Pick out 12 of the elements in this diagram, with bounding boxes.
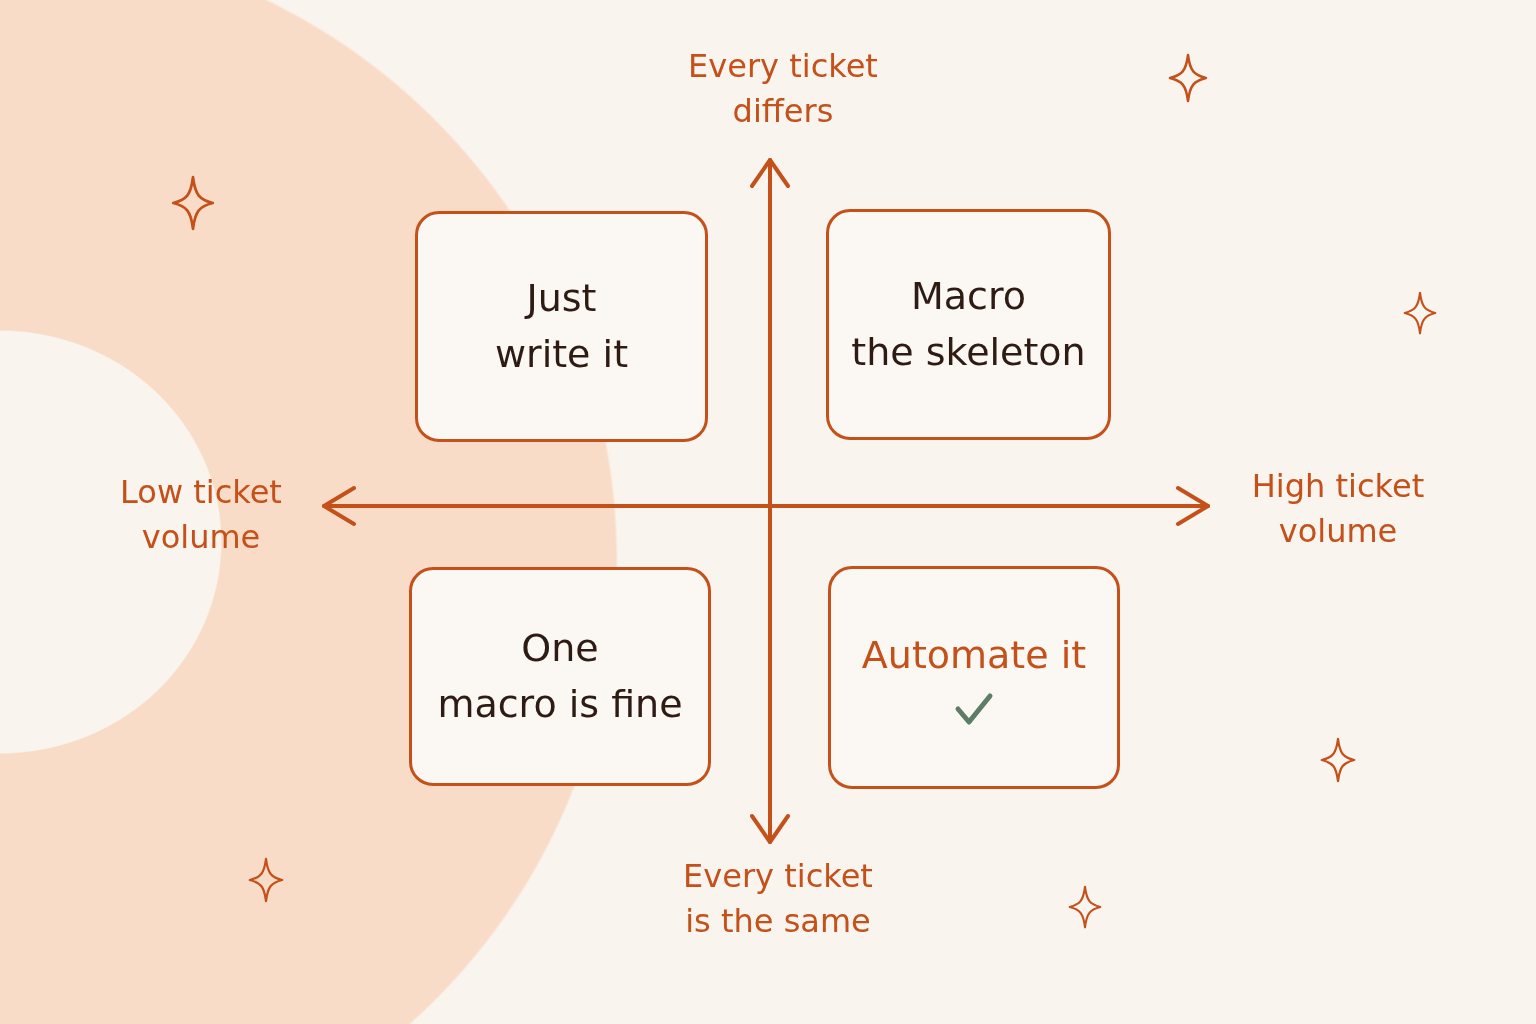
quadrant-label: Just write it bbox=[494, 275, 629, 378]
quadrant-box bbox=[409, 567, 711, 786]
quadrant-label: Macro the skeleton bbox=[851, 273, 1086, 376]
axis-label: Every ticket differs bbox=[687, 46, 879, 132]
quadrant-label: Automate it bbox=[861, 631, 1087, 679]
axis-label: Low ticket volume bbox=[119, 472, 283, 558]
axis-label: High ticket volume bbox=[1250, 466, 1426, 552]
quadrant-box bbox=[826, 209, 1111, 440]
quadrant-label: One macro is fine bbox=[437, 625, 683, 728]
quadrant-box bbox=[828, 566, 1120, 789]
axis-label: Every ticket is the same bbox=[682, 856, 874, 942]
quadrant-box bbox=[415, 211, 708, 442]
